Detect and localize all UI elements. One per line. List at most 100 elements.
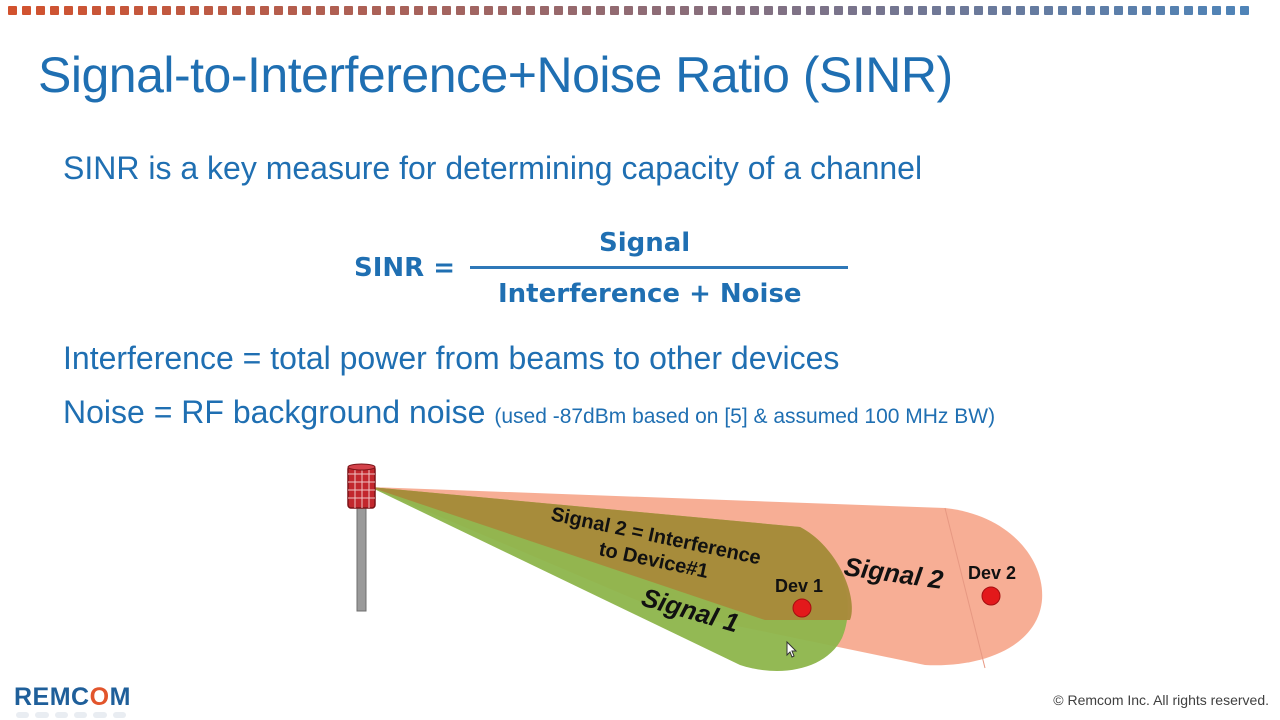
mouse-cursor-icon: [786, 640, 798, 658]
top-dot: [848, 6, 857, 15]
top-dot: [330, 6, 339, 15]
top-dot: [722, 6, 731, 15]
top-dot: [190, 6, 199, 15]
top-dot: [176, 6, 185, 15]
top-dot: [1240, 6, 1249, 15]
top-dot: [1016, 6, 1025, 15]
top-dot: [778, 6, 787, 15]
top-dot: [1030, 6, 1039, 15]
top-dot: [1072, 6, 1081, 15]
top-dot: [498, 6, 507, 15]
top-dot: [386, 6, 395, 15]
copyright-notice: © Remcom Inc. All rights reserved.: [1053, 692, 1269, 708]
top-dot: [372, 6, 381, 15]
dev1-label: Dev 1: [775, 576, 823, 596]
remcom-logo: REMCOM: [14, 683, 131, 712]
noise-definition: Noise = RF background noise (used -87dBm…: [63, 394, 995, 431]
top-dot: [288, 6, 297, 15]
top-dot: [568, 6, 577, 15]
top-dot: [50, 6, 59, 15]
top-dot: [92, 6, 101, 15]
top-dot: [960, 6, 969, 15]
top-dot: [918, 6, 927, 15]
equation-denominator: Interference + Noise: [498, 279, 802, 309]
overlap-region: [370, 487, 852, 620]
top-dot: [876, 6, 885, 15]
top-dot: [694, 6, 703, 15]
logo-text-right: M: [109, 683, 131, 711]
logo-decoration: [16, 712, 126, 718]
top-dot: [834, 6, 843, 15]
top-dot: [414, 6, 423, 15]
beam-edge-line: [944, 507, 986, 669]
top-dot: [1170, 6, 1179, 15]
top-dot: [316, 6, 325, 15]
top-dot: [904, 6, 913, 15]
top-dot: [708, 6, 717, 15]
top-dot: [22, 6, 31, 15]
top-dot: [232, 6, 241, 15]
top-dot: [638, 6, 647, 15]
top-dot: [988, 6, 997, 15]
top-dot: [470, 6, 479, 15]
top-dot: [1198, 6, 1207, 15]
top-dot: [1156, 6, 1165, 15]
top-dot: [526, 6, 535, 15]
top-dot: [680, 6, 689, 15]
equation-numerator: Signal: [599, 228, 691, 258]
top-dot: [484, 6, 493, 15]
tower-pole: [356, 504, 367, 612]
top-dot: [582, 6, 591, 15]
dev2-label: Dev 2: [968, 563, 1016, 583]
interference-definition: Interference = total power from beams to…: [63, 340, 840, 376]
top-dot: [106, 6, 115, 15]
top-dot: [624, 6, 633, 15]
top-dot: [1226, 6, 1235, 15]
top-dot: [750, 6, 759, 15]
top-dot: [792, 6, 801, 15]
top-dot: [246, 6, 255, 15]
top-dot: [204, 6, 213, 15]
noise-definition-text: Noise = RF background noise: [63, 394, 486, 430]
top-dot: [442, 6, 451, 15]
top-dot: [400, 6, 409, 15]
top-dot: [120, 6, 129, 15]
top-dot: [820, 6, 829, 15]
top-dot: [764, 6, 773, 15]
intro-text: SINR is a key measure for determining ca…: [63, 150, 923, 186]
top-dot: [806, 6, 815, 15]
top-dot: [666, 6, 675, 15]
top-dot: [1212, 6, 1221, 15]
top-dot: [1002, 6, 1011, 15]
tower-antenna-icon: [347, 463, 376, 509]
top-dot: [974, 6, 983, 15]
top-dot: [554, 6, 563, 15]
top-dot: [1086, 6, 1095, 15]
top-dot: [162, 6, 171, 15]
noise-note: (used -87dBm based on [5] & assumed 100 …: [494, 405, 996, 428]
logo-text-left: REMC: [14, 683, 90, 711]
top-dot: [512, 6, 521, 15]
slide-title: Signal-to-Interference+Noise Ratio (SINR…: [38, 47, 953, 103]
logo-o-glyph: O: [89, 683, 110, 711]
top-dot: [610, 6, 619, 15]
top-dot: [596, 6, 605, 15]
top-dot: [652, 6, 661, 15]
equation-lhs: SINR =: [354, 253, 456, 283]
top-dot: [8, 6, 17, 15]
top-dot: [890, 6, 899, 15]
top-dot: [736, 6, 745, 15]
top-dot: [134, 6, 143, 15]
top-dot: [428, 6, 437, 15]
top-dot: [1142, 6, 1151, 15]
top-dot: [1100, 6, 1109, 15]
top-dot: [344, 6, 353, 15]
top-dot: [260, 6, 269, 15]
dev1-marker: [792, 598, 812, 618]
top-dot: [932, 6, 941, 15]
top-dot: [862, 6, 871, 15]
top-dot-strip: [8, 6, 1272, 20]
top-dot: [456, 6, 465, 15]
top-dot: [1044, 6, 1053, 15]
